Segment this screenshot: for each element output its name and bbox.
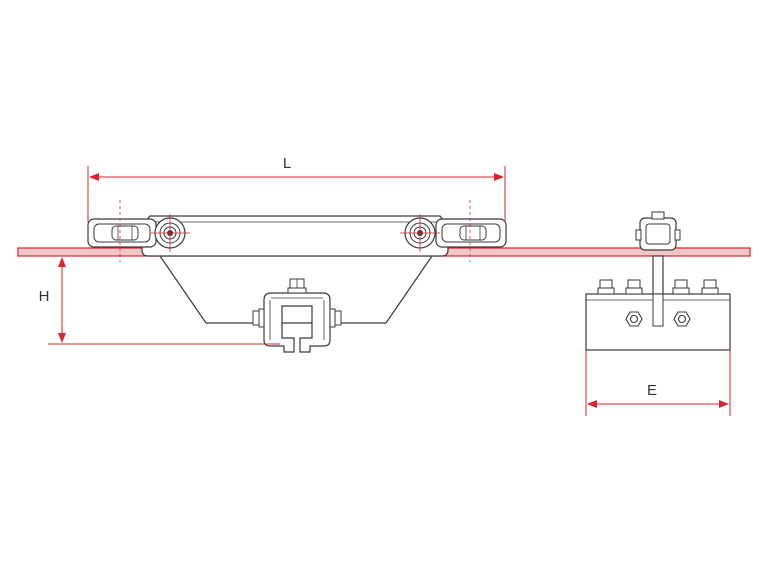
clamp-top-bolts [597, 279, 719, 295]
dimension-h-label: H [39, 288, 50, 305]
dimension-e [585, 350, 731, 416]
left-roller-housing [87, 218, 157, 248]
dimension-l-label: L [283, 155, 291, 172]
clamp-face-nuts [625, 311, 691, 327]
dimension-e-label: E [647, 382, 657, 399]
c-rail-side-bolts [252, 308, 342, 328]
dimension-h [48, 255, 280, 345]
dimension-l [87, 166, 506, 222]
c-rail-profile [263, 292, 331, 353]
trolley-carriage [141, 215, 449, 257]
c-rail-top-bolt [287, 278, 307, 294]
wheel-center-marks [119, 200, 471, 262]
hanger-plate [159, 255, 433, 324]
end-view-clamp-block [585, 293, 731, 351]
right-roller-housing [435, 218, 507, 248]
end-view-trolley [635, 211, 681, 327]
